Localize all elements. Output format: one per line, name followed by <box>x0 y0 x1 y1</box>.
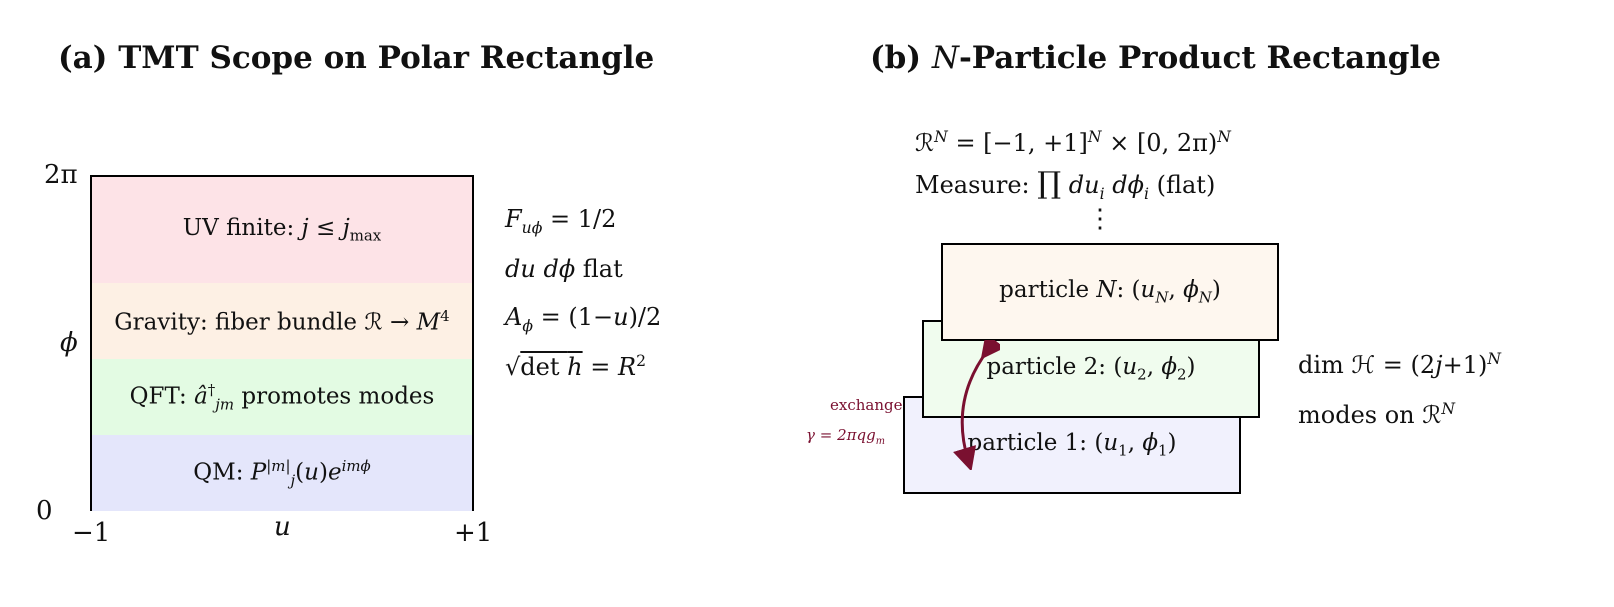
x-axis-left-label: −1 <box>72 518 111 548</box>
product-measure: Measure: ∏ dui dϕi (flat) <box>915 166 1216 203</box>
particle-n-box: particle N: (uN, ϕN) <box>941 243 1279 341</box>
band-qft: QFT: â†jm promotes modes <box>92 359 472 435</box>
x-axis-right-label: +1 <box>454 518 493 548</box>
panel-b-title: (b) N-Particle Product Rectangle <box>870 40 1441 76</box>
panel-a-title: (a) TMT Scope on Polar Rectangle <box>58 40 655 76</box>
exchange-label: exchange <box>830 396 903 414</box>
annotation-curvature: Fuϕ = 1/2 <box>505 205 617 237</box>
particle-n-label: particle N: (uN, ϕN) <box>999 277 1221 307</box>
y-axis-top-label: 2π <box>44 160 78 190</box>
band-uv-finite: UV finite: j ≤ jmax <box>92 177 472 283</box>
band-qft-label: QFT: â†jm promotes modes <box>129 380 435 414</box>
hilbert-dimension: dim ℋ = (2j+1)N <box>1298 350 1502 379</box>
y-axis-bottom-label: 0 <box>36 496 53 526</box>
band-gravity-label: Gravity: fiber bundle ℛ → M4 <box>114 306 450 336</box>
y-axis-label: ϕ <box>60 328 78 358</box>
exchange-formula: γ = 2πqgm <box>806 426 885 447</box>
annotation-measure: du dϕ flat <box>505 255 623 283</box>
x-axis-label: u <box>274 512 291 542</box>
particle-2-label: particle 2: (u2, ϕ2) <box>986 354 1196 384</box>
band-gravity: Gravity: fiber bundle ℛ → M4 <box>92 283 472 359</box>
band-uv-label: UV finite: j ≤ jmax <box>182 215 382 245</box>
annotation-connection: Aϕ = (1−u)/2 <box>505 303 662 335</box>
modes-on-product: modes on ℛN <box>1298 400 1456 429</box>
exchange-arrow <box>953 340 1000 470</box>
band-qm-label: QM: P|m|j(u)eimϕ <box>193 456 371 490</box>
band-qm: QM: P|m|j(u)eimϕ <box>92 435 472 511</box>
annotation-metric: √det h = R2 <box>505 352 646 381</box>
product-space-definition: ℛN = [−1, +1]N × [0, 2π)N <box>915 128 1231 157</box>
polar-rectangle: UV finite: j ≤ jmax Gravity: fiber bundl… <box>90 175 474 511</box>
stack-ellipsis: ⋮ <box>1087 204 1113 234</box>
